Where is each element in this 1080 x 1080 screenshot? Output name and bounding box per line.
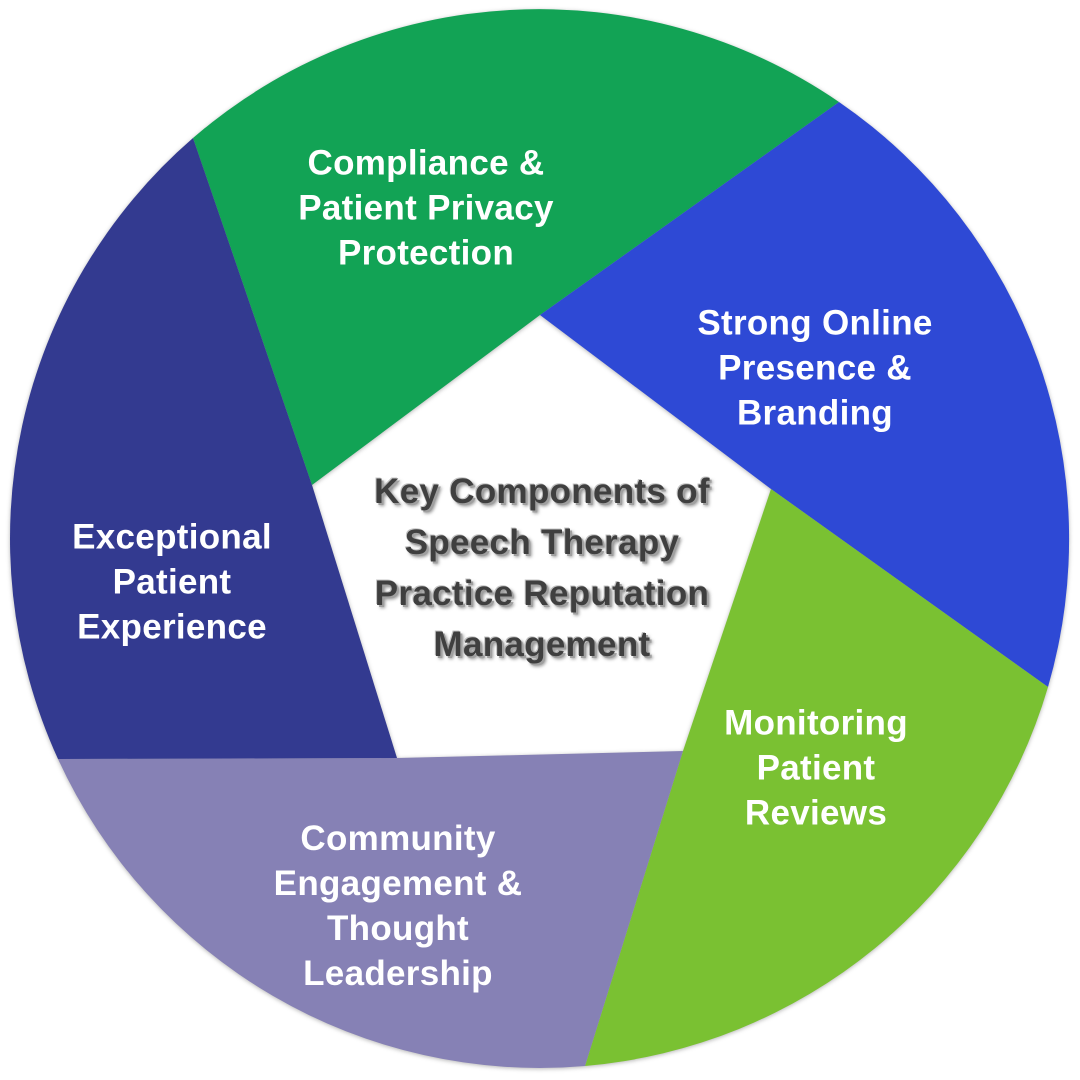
segment-community-label: Community Engagement & Thought Leadershi…: [273, 819, 523, 993]
segment-patient-experience-label: Exceptional Patient Experience: [72, 517, 272, 647]
segment-monitoring-reviews-shape: [585, 489, 1048, 1066]
segment-community-shape: [58, 751, 683, 1068]
segment-monitoring-reviews-label: Monitoring Patient Reviews: [724, 703, 908, 833]
segment-compliance-label: Compliance & Patient Privacy Protection: [298, 143, 554, 273]
segment-patient-experience-shape: [10, 138, 397, 759]
segment-online-presence-label: Strong Online Presence & Branding: [697, 303, 933, 433]
segment-online-presence-shape: [540, 102, 1070, 687]
diagram-title: Key Components of Speech Therapy Practic…: [374, 472, 710, 664]
segment-compliance-shape: [193, 9, 839, 486]
